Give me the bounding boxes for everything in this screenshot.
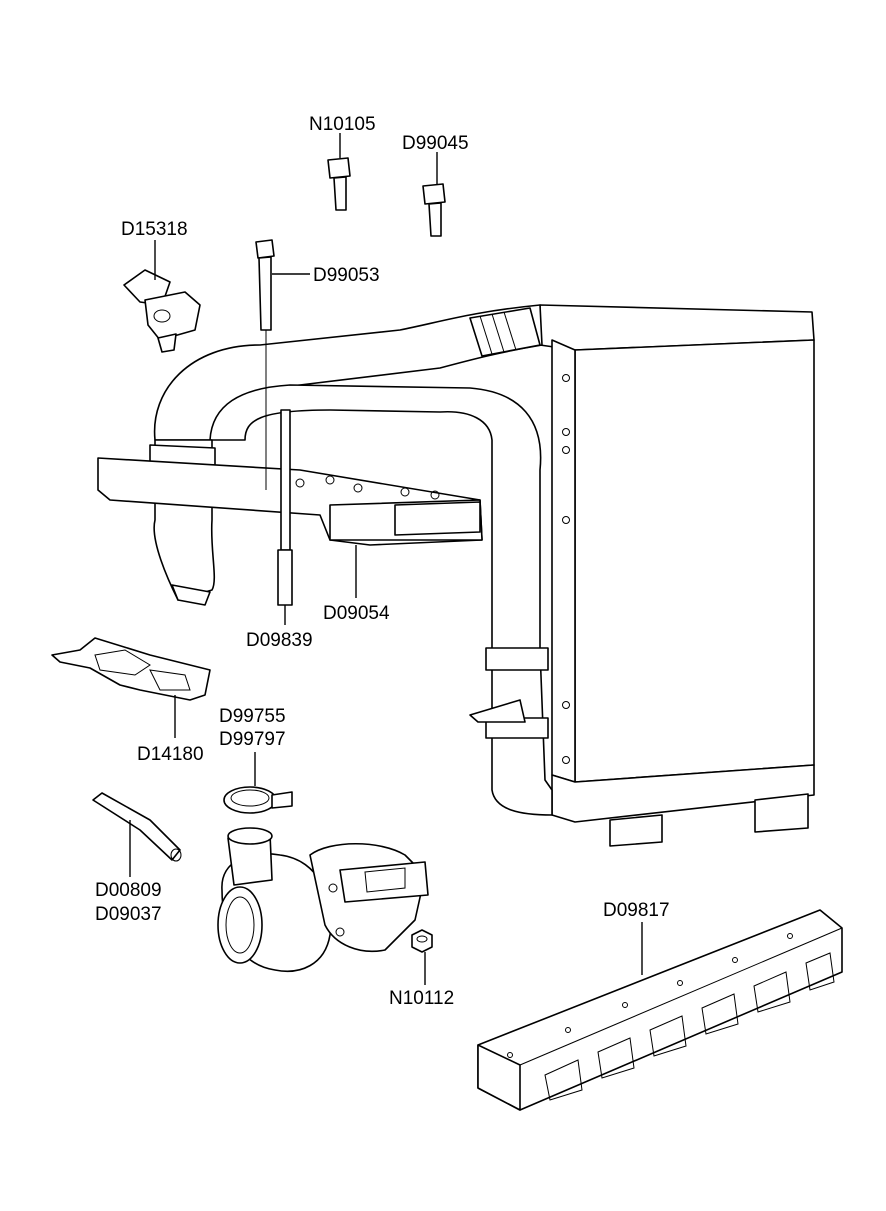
exhaust-manifold[interactable] bbox=[477, 909, 843, 1111]
label-d15318[interactable]: D15318 bbox=[121, 219, 188, 240]
pressure-sensor[interactable] bbox=[123, 269, 201, 353]
part-labels: N10105 D99045 D15318 D99053 D09054 D0983… bbox=[95, 114, 670, 1009]
label-d09839[interactable]: D09839 bbox=[246, 630, 313, 651]
long-bolt[interactable] bbox=[255, 239, 275, 490]
turbocharger[interactable] bbox=[217, 827, 429, 972]
label-d99045[interactable]: D99045 bbox=[402, 133, 469, 154]
small-hose[interactable] bbox=[92, 792, 182, 862]
label-d99797[interactable]: D99797 bbox=[219, 729, 286, 750]
bolt-n10105[interactable] bbox=[327, 157, 351, 211]
label-d99053[interactable]: D99053 bbox=[313, 265, 380, 286]
charge-air-pipe[interactable] bbox=[153, 304, 553, 816]
stud-bolt[interactable] bbox=[277, 409, 293, 606]
label-n10112[interactable]: N10112 bbox=[389, 988, 454, 1009]
label-n10105[interactable]: N10105 bbox=[309, 114, 376, 135]
leader-lines bbox=[129, 133, 643, 985]
label-d00809[interactable]: D00809 bbox=[95, 880, 162, 901]
nut-n10112[interactable] bbox=[411, 929, 433, 953]
hose-clamp[interactable] bbox=[223, 786, 293, 814]
gasket[interactable] bbox=[51, 637, 211, 701]
label-d14180[interactable]: D14180 bbox=[137, 744, 204, 765]
label-d09037[interactable]: D09037 bbox=[95, 904, 162, 925]
intercooler[interactable] bbox=[539, 304, 815, 847]
label-d09054[interactable]: D09054 bbox=[323, 603, 390, 624]
label-d09817[interactable]: D09817 bbox=[603, 900, 670, 921]
bolt-d99045[interactable] bbox=[422, 183, 446, 237]
label-d99755[interactable]: D99755 bbox=[219, 706, 286, 727]
